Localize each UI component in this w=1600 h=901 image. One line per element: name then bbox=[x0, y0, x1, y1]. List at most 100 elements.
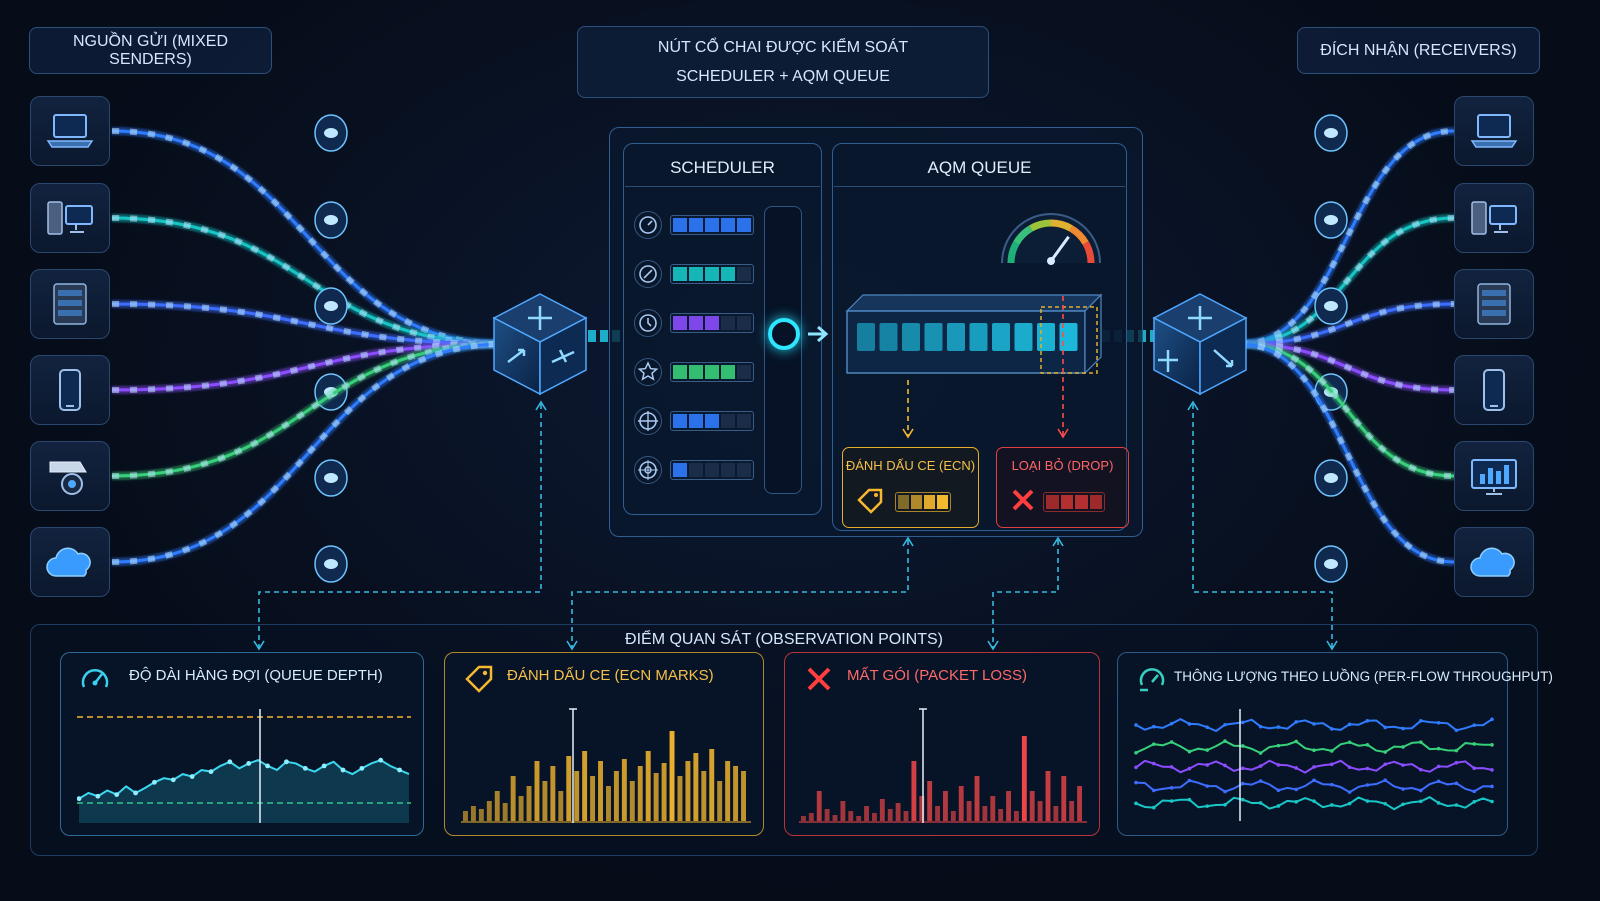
sender-node-icon bbox=[314, 114, 348, 152]
bar bbox=[621, 759, 627, 821]
bar bbox=[606, 786, 611, 821]
scheduler-slot-bar bbox=[670, 264, 754, 284]
security-camera-icon bbox=[49, 461, 87, 495]
scheduler-slot-bar bbox=[670, 411, 754, 431]
speedometer-icon bbox=[81, 669, 109, 688]
queue-depth-point bbox=[227, 759, 233, 765]
tag-icon bbox=[465, 665, 493, 693]
bar bbox=[950, 811, 956, 821]
ingress-router-icon bbox=[490, 290, 590, 398]
throughput-point bbox=[1294, 800, 1298, 804]
throughput-point bbox=[1152, 742, 1156, 746]
sender-flow-5-packets bbox=[111, 341, 506, 479]
queue-depth-point bbox=[359, 765, 365, 771]
bottleneck-subtitle: SCHEDULER + AQM QUEUE bbox=[676, 68, 890, 85]
throughput-point bbox=[1169, 799, 1174, 803]
throughput-point bbox=[1419, 799, 1423, 804]
bar bbox=[470, 806, 476, 821]
bar bbox=[1061, 776, 1067, 821]
bar bbox=[990, 796, 996, 821]
compass-icon bbox=[634, 260, 662, 288]
receivers-label: ĐÍCH NHẬN (RECEIVERS) bbox=[1297, 27, 1540, 74]
sender-flow-3-packets bbox=[111, 301, 506, 347]
queue-gauge-icon bbox=[1001, 213, 1101, 265]
bar bbox=[741, 771, 746, 821]
throughput-point bbox=[1223, 763, 1227, 768]
bar bbox=[911, 761, 917, 821]
throughput-point bbox=[1223, 739, 1227, 743]
ecn-packets bbox=[895, 492, 951, 512]
timer-icon bbox=[634, 309, 662, 337]
bar bbox=[590, 776, 596, 821]
receiver-flow-6-glow bbox=[1239, 339, 1455, 567]
aqm-inner bbox=[834, 186, 1125, 187]
throughput-point bbox=[1169, 740, 1174, 744]
bar bbox=[566, 756, 572, 821]
sender-node-icon bbox=[314, 287, 348, 325]
throughput-point bbox=[1401, 787, 1405, 791]
throughput-point bbox=[1472, 742, 1476, 746]
bar bbox=[582, 751, 588, 821]
throughput-point bbox=[1134, 750, 1138, 755]
bar bbox=[693, 753, 699, 821]
throughput-point bbox=[1152, 761, 1156, 766]
throughput-point bbox=[1205, 725, 1209, 729]
throughput-point bbox=[1187, 766, 1192, 771]
bar bbox=[887, 809, 893, 821]
bar bbox=[966, 801, 972, 821]
throughput-point bbox=[1436, 801, 1441, 805]
bar bbox=[832, 815, 838, 821]
bar bbox=[574, 771, 580, 821]
throughput-point bbox=[1436, 720, 1441, 725]
throughput-point bbox=[1365, 799, 1370, 803]
throughput-title: THÔNG LƯỢNG THEO LUỒNG (PER-FLOW THROUGH… bbox=[1174, 669, 1553, 684]
tag-icon bbox=[857, 488, 883, 514]
receiver-device-3 bbox=[1454, 269, 1534, 339]
throughput-point bbox=[1258, 724, 1263, 729]
queue-depth-point bbox=[95, 793, 101, 799]
throughput-point bbox=[1205, 784, 1209, 788]
threshold-marker bbox=[1040, 306, 1098, 374]
scheduler-slot-4 bbox=[634, 355, 814, 389]
sender-device-6 bbox=[30, 527, 110, 597]
close-x-icon bbox=[807, 667, 831, 691]
star-icon bbox=[634, 358, 662, 386]
queue-packet bbox=[969, 323, 988, 351]
throughput-point bbox=[1490, 768, 1494, 772]
scheduler-output-ring bbox=[768, 318, 800, 350]
server-icon bbox=[1477, 283, 1511, 325]
throughput-point bbox=[1205, 748, 1209, 752]
sender-flow-6 bbox=[111, 342, 506, 564]
sender-flow-2-packets bbox=[111, 215, 506, 347]
ecn-marks-chart bbox=[461, 708, 751, 823]
bar bbox=[518, 796, 524, 821]
laptop-icon bbox=[1470, 114, 1518, 148]
bar bbox=[1045, 771, 1051, 821]
senders-label: NGUỒN GỬI (MIXED SENDERS) bbox=[29, 27, 272, 74]
throughput-point bbox=[1347, 790, 1352, 794]
bar bbox=[1069, 801, 1075, 821]
bottleneck-title: NÚT CỔ CHAI ĐƯỢC KIỂM SOÁT bbox=[657, 39, 909, 56]
throughput-point bbox=[1454, 781, 1459, 786]
bar bbox=[502, 803, 508, 821]
bar bbox=[808, 813, 814, 821]
throughput-point bbox=[1365, 743, 1370, 747]
receiver-device-6 bbox=[1454, 527, 1534, 597]
throughput-panel: THÔNG LƯỢNG THEO LUỒNG (PER-FLOW THROUGH… bbox=[1117, 652, 1553, 836]
queue-packet bbox=[1037, 323, 1055, 351]
throughput-point bbox=[1383, 802, 1387, 806]
throughput-point bbox=[1454, 760, 1459, 765]
throughput-point bbox=[1169, 786, 1174, 790]
bar bbox=[478, 809, 484, 821]
egress-router-icon bbox=[1150, 290, 1250, 398]
throughput-point bbox=[1152, 724, 1156, 729]
throughput-point bbox=[1436, 764, 1441, 769]
scheduler-slot-6 bbox=[634, 453, 814, 487]
sender-flow-6-packets bbox=[111, 341, 506, 565]
bar bbox=[824, 809, 830, 821]
throughput-point bbox=[1490, 784, 1494, 789]
queue-packet bbox=[947, 323, 965, 351]
scheduler-title: SCHEDULER bbox=[670, 158, 775, 177]
queue-depth-point bbox=[152, 779, 157, 785]
queue-packet bbox=[924, 323, 943, 351]
